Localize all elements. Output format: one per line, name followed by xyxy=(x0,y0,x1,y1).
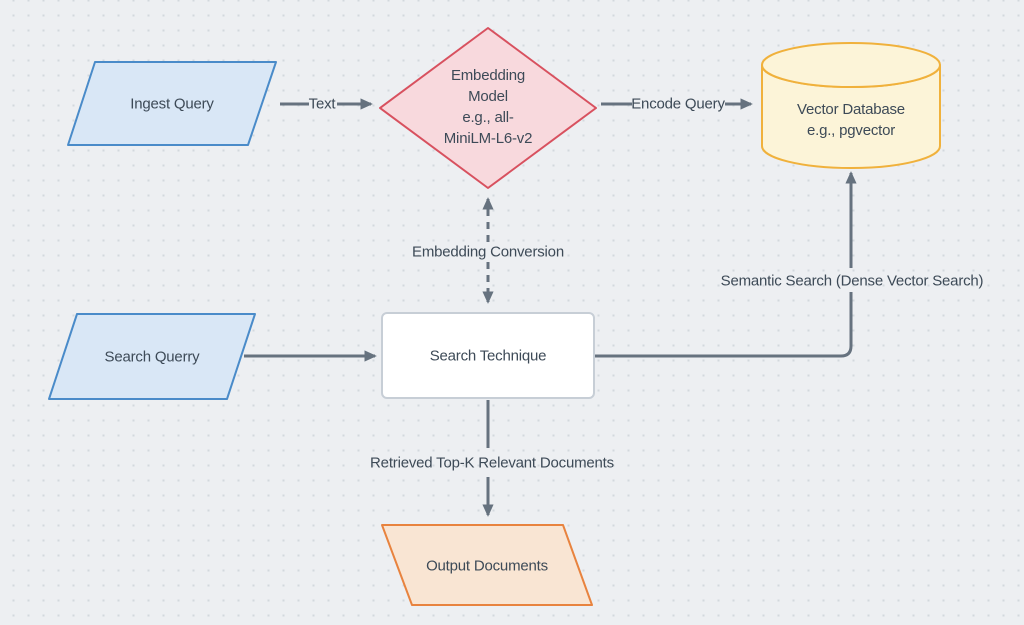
edge-label-retrieved-topk: Retrieved Top-K Relevant Documents xyxy=(370,454,614,472)
nodes-layer xyxy=(48,27,941,606)
embedding-model-shape xyxy=(379,27,597,189)
edge-label-embedding-conversion: Embedding Conversion xyxy=(412,243,564,261)
search-query-shape xyxy=(48,313,256,400)
search-technique-label: Search Technique xyxy=(429,347,547,365)
edge-label-semantic-search: Semantic Search (Dense Vector Search) xyxy=(720,272,984,290)
search-query-label: Search Querry xyxy=(104,348,200,366)
output-documents-label: Output Documents xyxy=(426,557,548,575)
vector-database-top xyxy=(761,42,941,88)
edge-label-text: Text xyxy=(308,95,336,113)
edges-layer xyxy=(244,98,857,517)
edge-label-encode-query: Encode Query xyxy=(631,95,725,113)
ingest-query-label: Ingest Query xyxy=(130,95,214,113)
vector-database-label: Vector Database e.g., pgvector xyxy=(797,101,905,139)
ingest-query-shape xyxy=(67,61,277,146)
search-technique-shape xyxy=(381,312,595,399)
output-documents-shape xyxy=(381,524,593,606)
embedding-model-label: Embedding Model e.g., all- MiniLM-L6-v2 xyxy=(443,67,533,147)
edge-technique-to-vectordb-line xyxy=(594,292,853,358)
